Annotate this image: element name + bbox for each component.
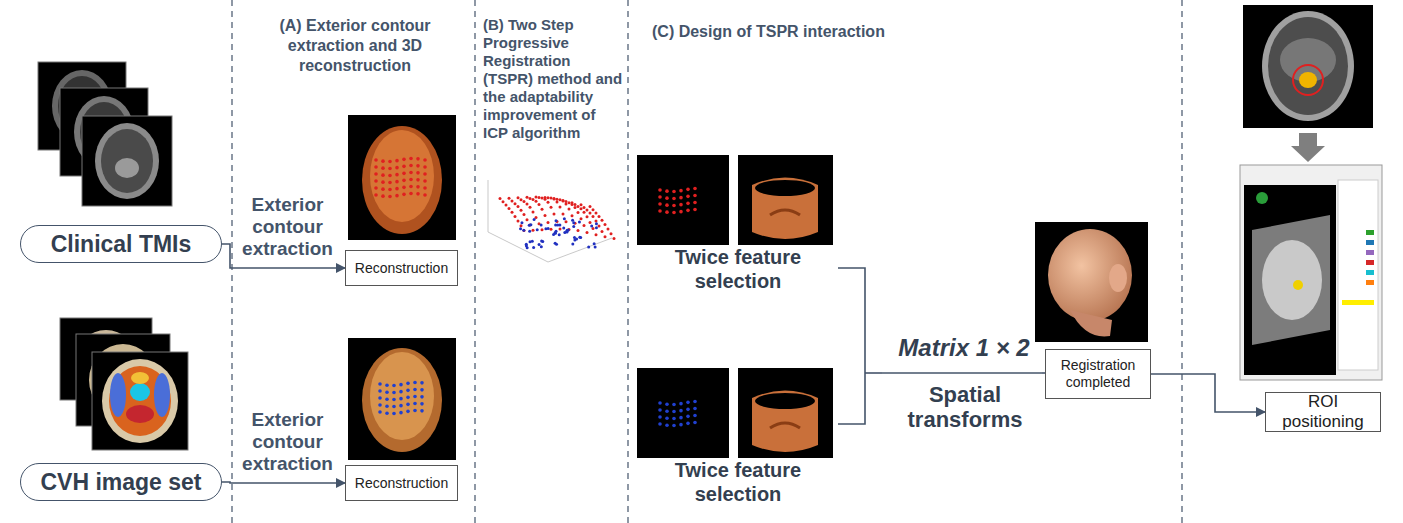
process-box: Reconstruction (345, 250, 458, 286)
section-heading: (A) Exterior contour extraction and 3D r… (252, 16, 458, 76)
edge-label: Exterior contour extraction (236, 409, 340, 475)
edge-label: Exterior contour extraction (236, 194, 340, 260)
matrix-label: Matrix 1 × 2 (878, 334, 1050, 362)
cvh-stack (60, 318, 188, 450)
source-box: Clinical TMIs (20, 225, 222, 263)
step-caption: Twice feature selection (640, 458, 836, 506)
box-text: Reconstruction (355, 475, 448, 492)
box-text: Registration completed (1052, 357, 1144, 391)
section-heading: (C) Design of TSPR interaction (652, 22, 952, 42)
divider (232, 0, 1182, 523)
box-text: Reconstruction (355, 260, 448, 277)
transform-label: Spatial transforms (885, 382, 1045, 432)
registered-head (1035, 222, 1148, 342)
connector (1151, 374, 1265, 412)
source-box: CVH image set (20, 463, 222, 501)
roi-panel (1240, 5, 1382, 380)
step-caption: Twice feature selection (640, 245, 836, 293)
point-cloud-plot (488, 180, 616, 262)
box-text: Clinical TMIs (51, 231, 192, 258)
head-reconstruction (348, 115, 456, 460)
result-box: Registration completed (1045, 349, 1151, 399)
connector (222, 482, 345, 483)
process-box: Reconstruction (345, 465, 458, 501)
section-heading: (B) Two Step Progressive Registration (T… (483, 16, 623, 142)
output-box: ROI positioning (1265, 392, 1381, 432)
box-text: CVH image set (40, 469, 201, 496)
box-text: ROI positioning (1272, 392, 1374, 432)
feature-images (637, 155, 833, 458)
mri-stack (38, 62, 172, 206)
